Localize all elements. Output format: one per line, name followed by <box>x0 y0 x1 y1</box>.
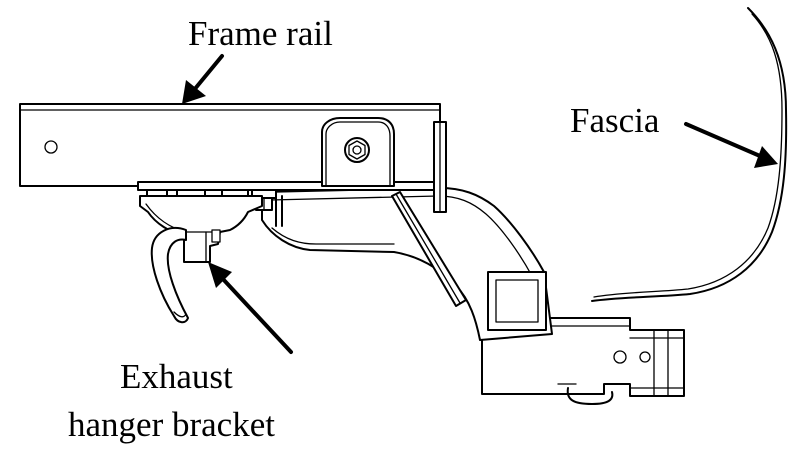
frame-rail-hole <box>44 140 58 154</box>
receiver-opening <box>487 271 547 331</box>
pin-hole <box>613 350 627 364</box>
frame-rail-label: Frame rail <box>188 14 333 53</box>
hitch-receiver <box>261 187 685 405</box>
fascia-outline <box>591 7 788 302</box>
exhaust-label-line1: Exhaust <box>120 357 233 396</box>
frame-rail-arrow <box>182 54 224 104</box>
fascia-arrow <box>684 122 778 168</box>
exhaust-bracket-arrow <box>208 262 293 354</box>
side-mount-plate <box>321 117 447 213</box>
exhaust-label-line2: hanger bracket <box>68 405 275 444</box>
pin-hole-2 <box>639 351 651 363</box>
exhaust-hanger-bracket <box>139 195 263 324</box>
fascia-label: Fascia <box>570 101 660 140</box>
